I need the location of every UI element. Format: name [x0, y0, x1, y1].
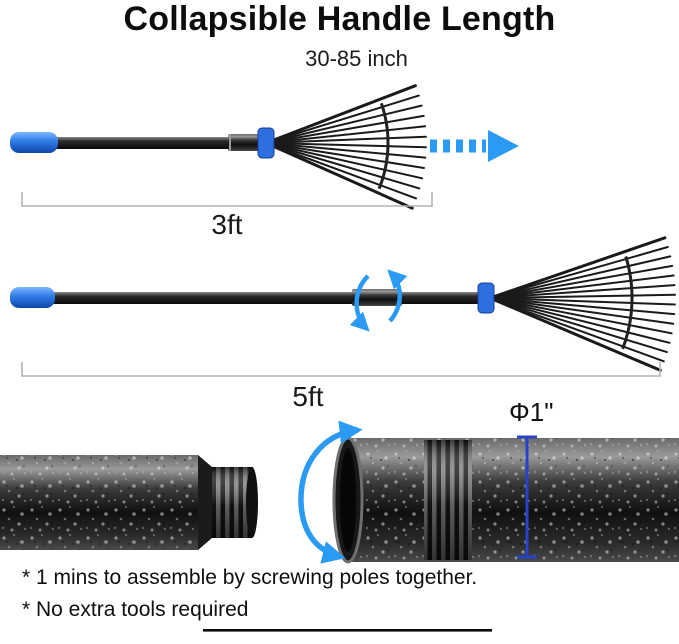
rake-short-pole — [54, 137, 232, 149]
pole-connection-illustration — [0, 420, 679, 564]
rake-short-collar — [257, 127, 275, 159]
measure-bracket-3ft — [21, 192, 433, 207]
note-assembly: * 1 mins to assemble by screwing poles t… — [22, 566, 478, 589]
rake-short-illustration — [10, 84, 427, 210]
rake-short-grip — [10, 132, 58, 153]
divider-line — [203, 629, 492, 632]
screw-rotate-arrow-icon — [298, 420, 363, 564]
length-label-3ft: 3ft — [211, 209, 243, 240]
diameter-label: Φ1" — [509, 397, 554, 427]
rake-long-illustration — [10, 236, 676, 372]
rotate-arrow-icon — [349, 269, 408, 332]
diameter-measure-line — [517, 435, 537, 559]
length-label-5ft: 5ft — [292, 381, 324, 412]
measure-bracket-5ft — [21, 362, 661, 377]
pole-female-end — [332, 436, 679, 564]
rake-long-grip — [10, 287, 55, 308]
page-title: Collapsible Handle Length — [123, 0, 556, 38]
length-range-label: 30-85 inch — [305, 46, 408, 71]
rake-short-tines — [264, 84, 427, 210]
pole-male-end — [0, 455, 258, 550]
extend-arrow-icon — [430, 130, 519, 162]
rake-long-coupler — [352, 289, 402, 306]
rake-long-tines — [488, 236, 676, 372]
note-no-tools: * No extra tools required — [22, 598, 249, 621]
rake-long-collar — [477, 282, 495, 314]
rake-long-pole — [50, 292, 480, 304]
